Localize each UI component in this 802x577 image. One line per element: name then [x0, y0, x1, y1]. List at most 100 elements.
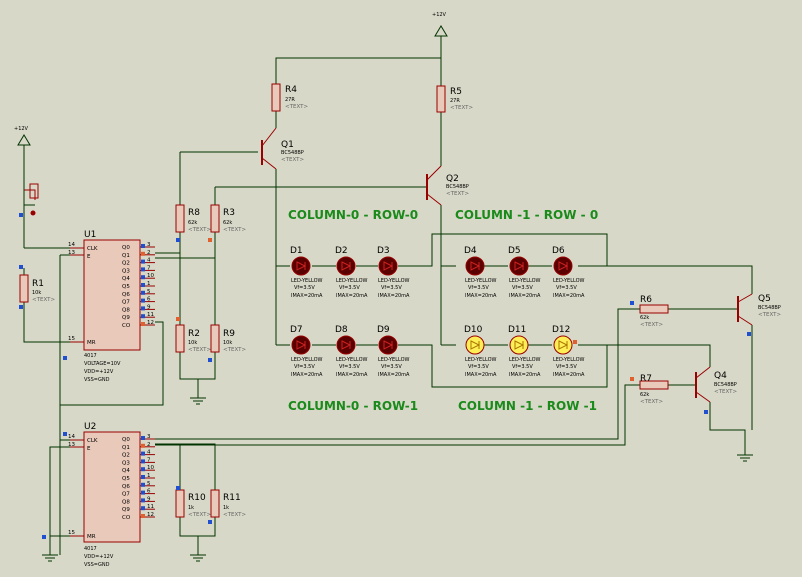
svg-text:Q1: Q1 [122, 445, 130, 451]
svg-text:13: 13 [68, 250, 75, 256]
heading-column1-row1: COLUMN -1 - ROW -1 [458, 399, 597, 413]
svg-text:9: 9 [147, 496, 151, 502]
svg-text:IMAX=20mA: IMAX=20mA [465, 372, 497, 378]
svg-text:Q6: Q6 [122, 292, 130, 298]
svg-text:62k: 62k [223, 220, 232, 226]
svg-text:<TEXT>: <TEXT> [188, 512, 211, 518]
svg-text:Q1: Q1 [122, 253, 130, 259]
svg-text:Q1: Q1 [281, 140, 294, 150]
svg-text:Vf=3.5V: Vf=3.5V [468, 285, 489, 291]
svg-text:10k: 10k [223, 340, 232, 346]
svg-text:3: 3 [147, 242, 151, 248]
svg-text:D10: D10 [464, 325, 483, 335]
svg-text:IMAX=20mA: IMAX=20mA [509, 293, 541, 299]
svg-text:<TEXT>: <TEXT> [223, 347, 246, 353]
svg-text:LED-YELLOW: LED-YELLOW [509, 357, 541, 363]
svg-text:4017: 4017 [84, 353, 97, 359]
power-label-top: +12V [432, 12, 447, 18]
svg-text:IMAX=20mA: IMAX=20mA [378, 293, 410, 299]
resistor-r7: R7 62k <TEXT> [639, 374, 669, 405]
svg-text:Vf=3.5V: Vf=3.5V [294, 285, 315, 291]
svg-text:IMAX=20mA: IMAX=20mA [291, 293, 323, 299]
svg-text:Vf=3.5V: Vf=3.5V [556, 364, 577, 370]
push-button [24, 183, 39, 216]
svg-text:R1: R1 [32, 279, 44, 289]
svg-text:Q3: Q3 [122, 460, 130, 466]
svg-text:<TEXT>: <TEXT> [223, 512, 246, 518]
svg-text:4017: 4017 [84, 546, 97, 552]
svg-text:R7: R7 [640, 374, 652, 384]
svg-text:Q4: Q4 [122, 276, 130, 282]
svg-text:11: 11 [147, 504, 154, 510]
svg-text:Q2: Q2 [446, 174, 459, 184]
u1-ref: U1 [84, 230, 96, 240]
svg-text:15: 15 [68, 530, 75, 536]
svg-text:<TEXT>: <TEXT> [32, 297, 55, 303]
svg-text:2: 2 [147, 442, 151, 448]
svg-text:1k: 1k [188, 505, 194, 511]
resistor-r5: R5 27R <TEXT> [436, 85, 473, 113]
svg-text:<TEXT>: <TEXT> [223, 227, 246, 233]
svg-text:Q2: Q2 [122, 261, 130, 267]
svg-text:5: 5 [147, 481, 151, 487]
svg-text:<TEXT>: <TEXT> [640, 322, 663, 328]
svg-text:LED-YELLOW: LED-YELLOW [509, 278, 541, 284]
svg-text:IMAX=20mA: IMAX=20mA [336, 293, 368, 299]
svg-text:<TEXT>: <TEXT> [446, 191, 469, 197]
svg-text:<TEXT>: <TEXT> [758, 312, 781, 318]
svg-text:D2: D2 [335, 246, 348, 256]
svg-text:Vf=3.5V: Vf=3.5V [381, 364, 402, 370]
svg-text:Q6: Q6 [122, 484, 130, 490]
svg-text:62k: 62k [188, 220, 197, 226]
power-label-left: +12V [14, 126, 29, 132]
svg-text:VDD=+12V: VDD=+12V [84, 554, 114, 560]
svg-text:LED-YELLOW: LED-YELLOW [378, 357, 410, 363]
svg-text:4: 4 [147, 258, 151, 264]
svg-text:3: 3 [147, 434, 151, 440]
resistor-r10: R10 1k <TEXT> [175, 489, 211, 518]
svg-text:2: 2 [147, 250, 151, 256]
resistors: R4 27R <TEXT> R5 27R <TEXT> R8 62k <TEXT… [19, 83, 669, 518]
svg-text:15: 15 [68, 336, 75, 342]
svg-text:R2: R2 [188, 329, 200, 339]
svg-text:10k: 10k [32, 290, 41, 296]
svg-text:E: E [87, 254, 91, 260]
svg-text:R10: R10 [188, 493, 206, 503]
svg-text:1: 1 [147, 473, 151, 479]
svg-text:D5: D5 [508, 246, 521, 256]
heading-column0-row0: COLUMN-0 - ROW-0 [288, 208, 418, 222]
svg-text:14: 14 [68, 242, 75, 248]
svg-text:Q5: Q5 [122, 284, 130, 290]
svg-text:CLK: CLK [87, 438, 98, 444]
svg-text:<TEXT>: <TEXT> [188, 347, 211, 353]
svg-text:BC548BP: BC548BP [446, 184, 469, 190]
svg-text:D1: D1 [290, 246, 303, 256]
svg-text:VSS=GND: VSS=GND [84, 377, 110, 383]
svg-text:Q0: Q0 [122, 437, 130, 443]
svg-text:Vf=3.5V: Vf=3.5V [339, 285, 360, 291]
svg-text:Q8: Q8 [122, 499, 130, 505]
svg-text:1: 1 [147, 281, 151, 287]
svg-text:R5: R5 [450, 87, 462, 97]
svg-text:R4: R4 [285, 85, 297, 95]
svg-text:R3: R3 [223, 208, 235, 218]
svg-text:<TEXT>: <TEXT> [714, 389, 737, 395]
transistor-q1: Q1 BC548BP <TEXT> [261, 127, 304, 170]
svg-text:13: 13 [68, 442, 75, 448]
svg-text:14: 14 [68, 434, 75, 440]
svg-text:7: 7 [147, 265, 151, 271]
svg-text:D4: D4 [464, 246, 477, 256]
svg-text:VDD=+12V: VDD=+12V [84, 369, 114, 375]
svg-text:D7: D7 [290, 325, 303, 335]
svg-text:Q4: Q4 [122, 468, 130, 474]
svg-text:Q9: Q9 [122, 315, 130, 321]
